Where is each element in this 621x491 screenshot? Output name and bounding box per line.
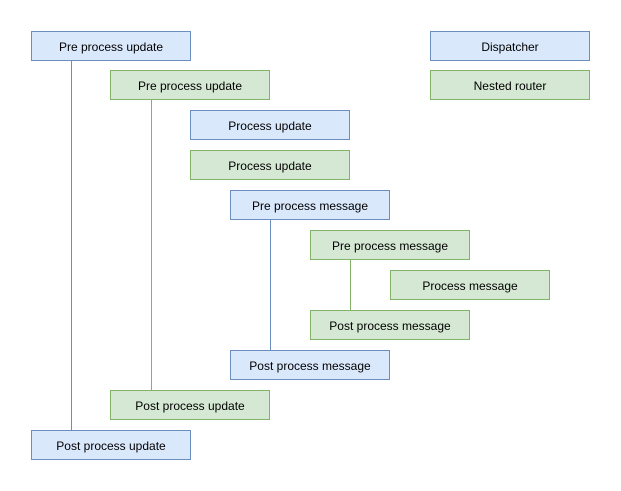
node-process-update-router[interactable]: Process update [190,150,350,180]
node-label: Post process message [329,318,451,333]
node-label: Pre process message [331,238,449,253]
node-process-update-dispatcher[interactable]: Process update [190,110,350,140]
node-nested-router[interactable]: Nested router [430,70,590,100]
node-pre-process-update-inner[interactable]: Pre process update [110,70,270,100]
node-dispatcher[interactable]: Dispatcher [430,31,590,61]
node-label: Process message [422,278,518,293]
node-label: Pre process update [137,78,243,93]
node-post-process-message-dispatcher[interactable]: Post process message [230,350,390,380]
node-label: Process update [228,158,312,173]
connector-pre-to-post-update-outer [71,61,72,430]
node-process-message[interactable]: Process message [390,270,550,300]
connector-pre-to-post-update-inner [151,100,152,390]
node-pre-process-update-outer[interactable]: Pre process update [31,31,191,61]
node-label: Dispatcher [481,39,539,54]
node-pre-process-message-router[interactable]: Pre process message [310,230,470,260]
node-post-process-update-outer[interactable]: Post process update [31,430,191,460]
node-post-process-update-inner[interactable]: Post process update [110,390,270,420]
node-label: Pre process message [251,198,369,213]
node-label: Post process update [56,438,166,453]
node-label: Post process message [249,358,371,373]
node-label: Pre process update [58,39,164,54]
node-post-process-message-router[interactable]: Post process message [310,310,470,340]
node-label: Post process update [135,398,245,413]
node-label: Nested router [473,78,547,93]
node-label: Process update [228,118,312,133]
connector-pre-to-post-message-dispatcher [270,220,271,350]
node-pre-process-message-dispatcher[interactable]: Pre process message [230,190,390,220]
connector-pre-to-post-message-router [350,260,351,310]
